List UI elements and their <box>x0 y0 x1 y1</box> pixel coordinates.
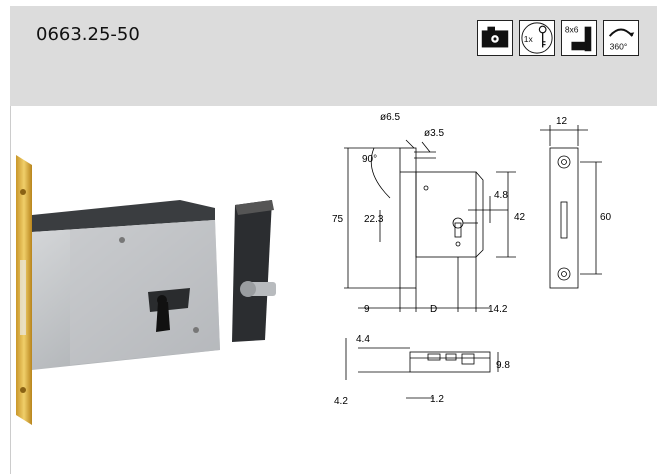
dim-angle-90: 90° <box>362 154 377 165</box>
dim-14-2: 14.2 <box>488 304 508 315</box>
lock-body-icon <box>477 20 513 56</box>
dim-diameter-6-5: ø6.5 <box>380 112 400 123</box>
dim-12: 12 <box>556 116 568 127</box>
dim-42: 42 <box>514 212 526 223</box>
rotation-label: 360° <box>610 41 628 51</box>
header-bar: 0663.25-50 1x 8x6 <box>10 6 657 106</box>
bolt-size-icon: 8x6 <box>561 20 597 56</box>
product-code: 0663.25-50 <box>36 24 140 45</box>
dim-75: 75 <box>332 214 344 225</box>
one-key-icon: 1x <box>519 20 555 56</box>
feature-icons: 1x 8x6 360° <box>477 20 639 56</box>
dim-9: 9 <box>364 304 370 315</box>
dim-9-8: 9.8 <box>496 360 510 371</box>
dim-1-2: 1.2 <box>430 394 444 405</box>
dim-diameter-3-5: ø3.5 <box>424 128 444 139</box>
striker-plate <box>232 200 272 342</box>
dim-22-3: 22.3 <box>364 214 384 225</box>
bolt-size-label: 8x6 <box>565 24 579 34</box>
dim-4-8: 4.8 <box>494 190 508 201</box>
dim-4-4: 4.4 <box>356 334 370 345</box>
dim-4-2: 4.2 <box>334 396 348 407</box>
rotation-360-icon: 360° <box>603 20 639 56</box>
left-rule <box>10 106 11 474</box>
dim-60: 60 <box>600 212 612 223</box>
lock-photo <box>16 155 276 425</box>
dim-D: D <box>430 304 437 315</box>
one-key-label: 1x <box>524 34 534 44</box>
technical-drawing: ø6.5 ø3.5 90° 75 22.3 4.8 42 12 60 9 D 1… <box>332 112 612 407</box>
